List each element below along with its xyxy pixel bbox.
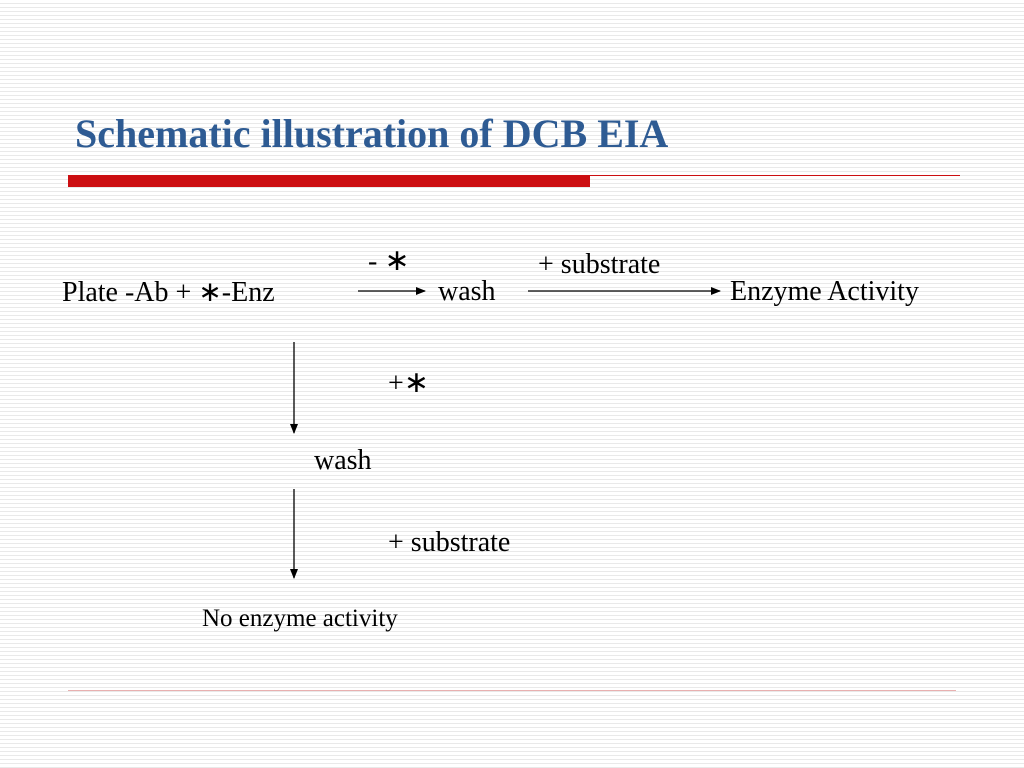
title-underline-line — [590, 175, 960, 176]
top-condition-sign: - — [368, 246, 378, 277]
reactant-asterisk: ∗ — [198, 275, 222, 308]
reactant-label: Plate -Ab + ∗-Enz — [62, 278, 275, 307]
reactant-right-text: -Enz — [221, 277, 275, 308]
mid-condition-label: +∗ — [388, 368, 429, 398]
top-condition-label: - ∗ — [368, 246, 409, 276]
footer-divider — [68, 690, 956, 691]
reactant-left-text: Plate -Ab + — [62, 277, 199, 308]
product-label-1: Enzyme Activity — [730, 276, 919, 307]
substrate-label-2: + substrate — [388, 527, 511, 558]
substrate-label-1: + substrate — [538, 249, 661, 280]
mid-condition-sign: + — [388, 368, 404, 399]
slide-title: Schematic illustration of DCB EIA — [75, 111, 669, 156]
mid-condition-asterisk: ∗ — [403, 365, 429, 400]
product-label-2: No enzyme activity — [202, 605, 398, 632]
top-condition-asterisk: ∗ — [384, 243, 410, 278]
wash-label-2: wash — [314, 445, 372, 476]
title-underline-bar — [68, 175, 590, 187]
wash-label-1: wash — [438, 276, 496, 307]
